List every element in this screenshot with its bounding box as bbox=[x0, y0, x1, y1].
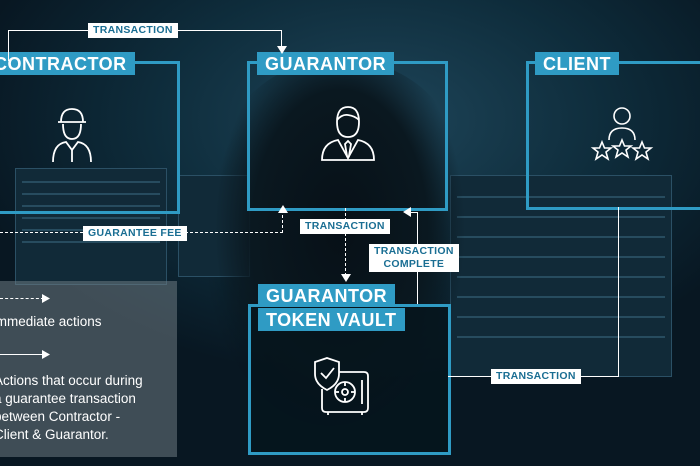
legend-dashed-arrow bbox=[0, 298, 44, 299]
edge-label-transaction-top: TRANSACTION bbox=[88, 23, 178, 38]
connector-guarantee-fee-up bbox=[282, 210, 283, 233]
vault-title-line1: GUARANTOR bbox=[258, 284, 396, 307]
connector-client-down bbox=[618, 207, 619, 376]
client-title: CLIENT bbox=[535, 52, 619, 75]
connector-guarantor-vault bbox=[345, 208, 346, 276]
legend-immediate-label: Immediate actions bbox=[0, 314, 102, 329]
arrowhead-complete-icon bbox=[403, 207, 411, 217]
connector-complete-client bbox=[407, 212, 417, 213]
businessman-icon bbox=[321, 106, 375, 161]
worker-icon bbox=[52, 108, 92, 163]
connector-guarantor-down bbox=[281, 30, 282, 50]
edge-label-transaction-middle: TRANSACTION bbox=[300, 219, 390, 234]
edge-label-transaction-complete-line1: TRANSACTION bbox=[374, 245, 454, 257]
rating-stars-user-icon bbox=[590, 107, 654, 161]
legend-panel: Immediate actions Actions that occur dur… bbox=[0, 281, 177, 457]
arrowhead-guarantor-icon bbox=[277, 46, 287, 54]
arrowhead-guarantee-fee-icon bbox=[278, 205, 288, 213]
shield-safe-icon bbox=[314, 357, 369, 415]
vault-title-line2: TOKEN VAULT bbox=[258, 308, 405, 331]
guarantor-title: GUARANTOR bbox=[257, 52, 395, 75]
edge-label-transaction-complete-line2: COMPLETE bbox=[383, 258, 445, 270]
legend-solid-arrow bbox=[0, 354, 44, 355]
edge-label-transaction-bottom: TRANSACTION bbox=[491, 369, 581, 384]
legend-dashed-arrowhead-icon bbox=[42, 294, 50, 303]
connector-contractor-up bbox=[8, 30, 9, 61]
edge-label-guarantee-fee: GUARANTEE FEE bbox=[83, 226, 187, 241]
legend-during-line4: Client & Guarantor. bbox=[0, 427, 109, 442]
legend-during-line1: Actions that occur during bbox=[0, 373, 143, 388]
legend-during-line3: between Contractor - bbox=[0, 409, 121, 424]
arrowhead-vault-icon bbox=[341, 274, 351, 282]
legend-during-line2: a guarantee transaction bbox=[0, 391, 136, 406]
legend-solid-arrowhead-icon bbox=[42, 350, 50, 359]
contractor-title: CONTRACTOR bbox=[0, 52, 135, 75]
edge-label-transaction-complete: TRANSACTION COMPLETE bbox=[369, 244, 459, 272]
